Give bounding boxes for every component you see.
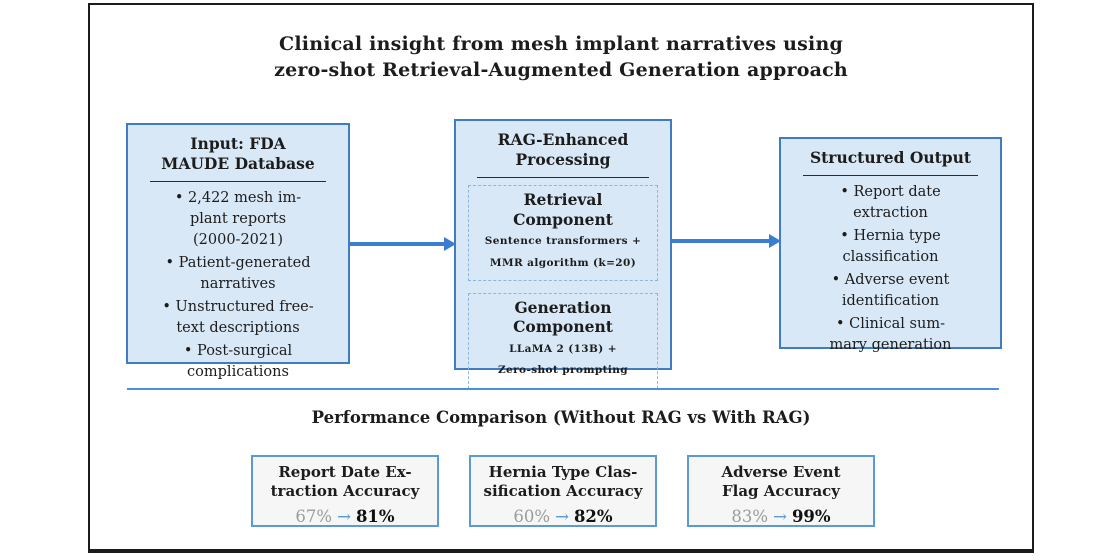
metric-hernia-type-box: Hernia Type Clas- sification Accuracy 60… (469, 455, 657, 527)
input-bullet-list: • 2,422 mesh im- plant reports (2000-202… (128, 188, 348, 383)
list-item: • Post-surgical complications (183, 343, 293, 381)
generation-component-detail: LLaMA 2 (13B) + Zero-shot prompting (497, 342, 629, 377)
metric-report-date-box: Report Date Ex- traction Accuracy 67%→81… (251, 455, 439, 527)
flow-arrow-icon (350, 242, 445, 246)
metric-values: 60%→82% (471, 507, 655, 526)
improvement-arrow-icon: → (555, 506, 569, 526)
metric-title: Adverse Event Flag Accuracy (721, 463, 841, 500)
generation-component-title: Generation Component (513, 298, 613, 337)
retrieval-component-detail: Sentence transformers + MMR algorithm (k… (484, 235, 642, 269)
figure-frame: Clinical insight from mesh implant narra… (88, 3, 1034, 553)
metric-before-value: 60% (513, 506, 551, 526)
metric-adverse-event-box: Adverse Event Flag Accuracy 83%→99% (687, 455, 875, 527)
list-item: • Clinical sum- mary generation (829, 316, 952, 354)
list-item: • Adverse event identification (831, 272, 950, 310)
metric-title: Hernia Type Clas- sification Accuracy (483, 463, 643, 500)
performance-heading: Performance Comparison (Without RAG vs W… (311, 408, 811, 427)
input-box-title: Input: FDA MAUDE Database (161, 134, 315, 174)
flow-arrow-icon (672, 239, 770, 243)
processing-box-title: RAG-Enhanced Processing (497, 130, 629, 170)
metric-title: Report Date Ex- traction Accuracy (270, 463, 420, 500)
retrieval-component-box: Retrieval Component Sentence transformer… (468, 185, 658, 282)
processing-box: RAG-Enhanced Processing Retrieval Compon… (454, 119, 672, 389)
generation-component-box: Generation Component LLaMA 2 (13B) + Zer… (468, 293, 658, 389)
metric-after-value: 81% (355, 506, 395, 526)
section-divider (127, 388, 999, 390)
metric-after-value: 82% (573, 506, 613, 526)
title-underline (802, 175, 979, 177)
list-item: • Hernia type classification (840, 228, 941, 266)
metric-values: 67%→81% (253, 507, 437, 526)
improvement-arrow-icon: → (337, 506, 351, 526)
output-box-title: Structured Output (809, 148, 972, 167)
improvement-arrow-icon: → (773, 506, 787, 526)
title-underline (477, 177, 649, 179)
list-item: • Unstructured free- text descriptions (162, 299, 314, 337)
output-box: Structured Output • Report date extracti… (779, 137, 1002, 353)
metric-before-value: 67% (295, 506, 333, 526)
figure-title: Clinical insight from mesh implant narra… (274, 33, 848, 81)
metric-values: 83%→99% (689, 507, 873, 526)
input-box: Input: FDA MAUDE Database • 2,422 mesh i… (126, 123, 350, 380)
list-item: • Patient-generated narratives (165, 255, 311, 293)
list-item: • Report date extraction (840, 184, 941, 222)
metric-after-value: 99% (791, 506, 831, 526)
output-bullet-list: • Report date extraction • Hernia type c… (781, 182, 1000, 356)
metric-before-value: 83% (731, 506, 769, 526)
retrieval-component-title: Retrieval Component (513, 190, 613, 229)
list-item: • 2,422 mesh im- plant reports (2000-202… (174, 190, 302, 249)
title-underline (150, 181, 326, 183)
